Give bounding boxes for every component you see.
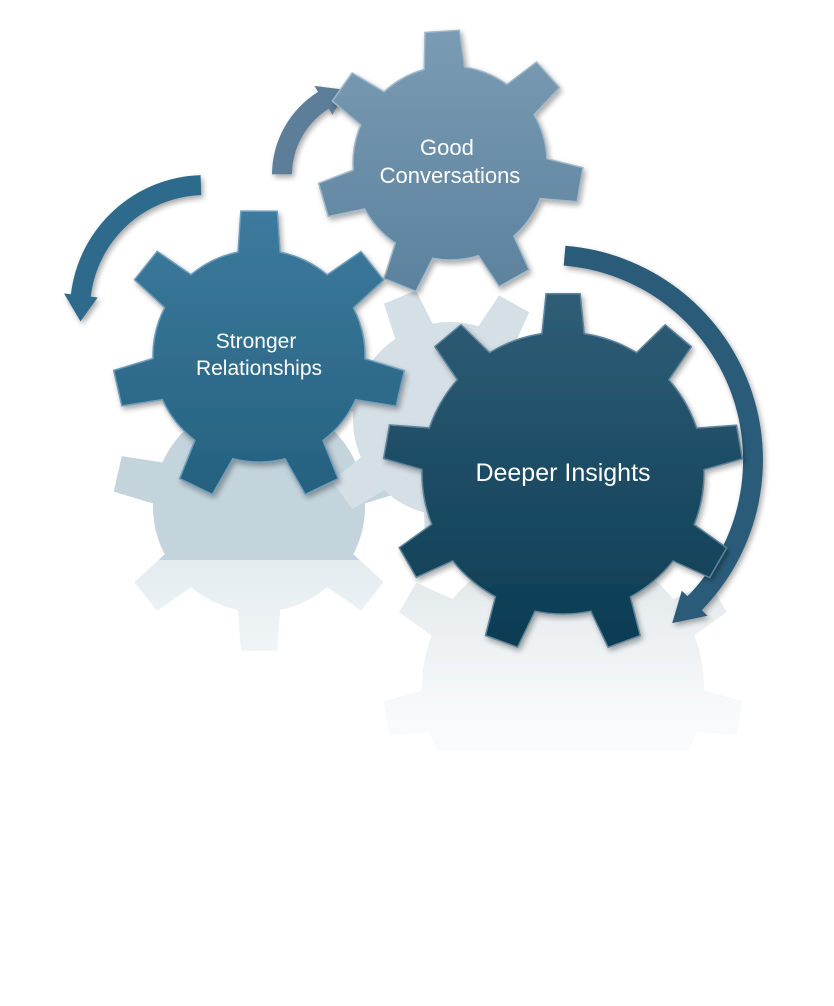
gear-label-good: Good Conversations <box>380 135 521 188</box>
gear-label-line: Conversations <box>380 163 521 188</box>
background-fill <box>0 750 834 1006</box>
gear-good-conversations: Good Conversations <box>317 29 584 293</box>
gear-stronger-relationships: Stronger Relationships <box>112 210 406 496</box>
gear-deeper-insights: Deeper Insights <box>382 293 744 649</box>
arrow-to-good-conversations <box>272 85 348 175</box>
arrow-to-deeper-insights <box>563 245 763 624</box>
gear-label-line: Stronger <box>216 330 297 353</box>
gear-label-line: Deeper Insights <box>475 459 650 487</box>
gear-label-line: Relationships <box>196 357 322 380</box>
gear-label-line: Good <box>420 135 474 160</box>
gear-label-strong: Stronger Relationships <box>196 330 322 380</box>
gear-label-deep: Deeper Insights <box>475 459 650 487</box>
arrow-to-stronger-relationships <box>64 175 202 322</box>
